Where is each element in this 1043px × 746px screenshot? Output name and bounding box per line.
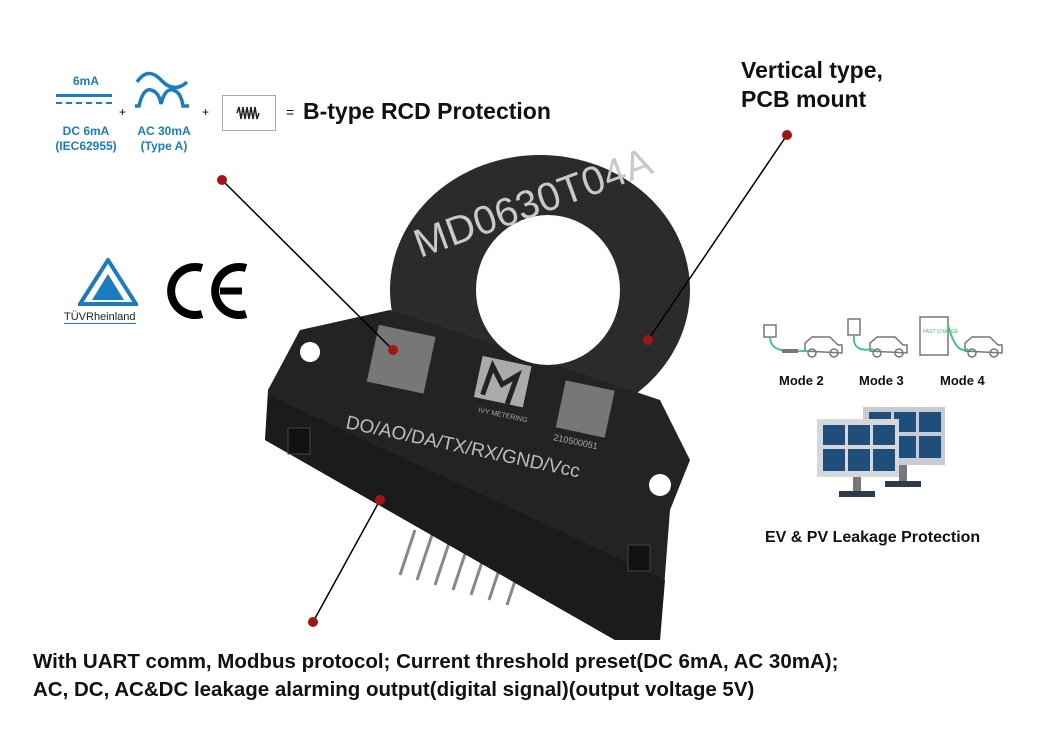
mode-3-label: Mode 3 <box>859 373 904 388</box>
plus-sign-2: + <box>202 105 210 119</box>
solar-panel-icon <box>817 407 945 497</box>
callout-lines <box>221 134 788 623</box>
callout-dots <box>217 130 792 627</box>
dc-symbol-icon <box>56 94 112 97</box>
dc-label: DC 6mA (IEC62955) <box>46 124 126 154</box>
equals-sign: = <box>286 104 295 120</box>
qr-code-right <box>555 380 615 438</box>
mount-line-1: Vertical type, <box>741 57 883 83</box>
mount-line-2: PCB mount <box>741 86 867 112</box>
dc-top-label: 6mA <box>72 74 99 88</box>
fast-charge-badge: FAST CHARGE <box>923 329 959 335</box>
mode-4-label: Mode 4 <box>940 373 985 388</box>
pv-caption: EV & PV Leakage Protection <box>765 529 981 546</box>
dc-dashed-line <box>56 102 112 104</box>
ac-type-text: (Type A) <box>140 139 188 153</box>
feature-line-2: AC, DC, AC&DC leakage alarming output(di… <box>33 678 755 701</box>
plus-sign: + <box>119 105 127 119</box>
toroid-hole <box>476 215 620 365</box>
rcd-title: B-type RCD Protection <box>303 98 551 124</box>
tuv-logo-icon <box>78 258 138 306</box>
mount-text: Vertical type, PCB mount <box>741 56 883 114</box>
mount-hole-left <box>300 342 320 362</box>
dc-standard-text: (IEC62955) <box>55 139 117 153</box>
ac-label-text: AC 30mA <box>137 124 191 138</box>
dc-label-text: DC 6mA <box>62 124 110 138</box>
coil-icon <box>222 95 276 131</box>
mount-hole-right <box>649 474 671 496</box>
feature-line-1: With UART comm, Modbus protocol; Current… <box>33 650 839 673</box>
ac-wave-icon <box>135 71 189 108</box>
mode-2-label: Mode 2 <box>779 373 824 388</box>
tuv-label: TÜVRheinland <box>64 311 136 324</box>
ac-label: AC 30mA (Type A) <box>124 124 204 154</box>
ce-mark-icon <box>167 263 248 319</box>
ev-mode-icons: FAST CHARGE <box>763 316 1003 358</box>
feature-text: With UART comm, Modbus protocol; Current… <box>33 648 838 704</box>
